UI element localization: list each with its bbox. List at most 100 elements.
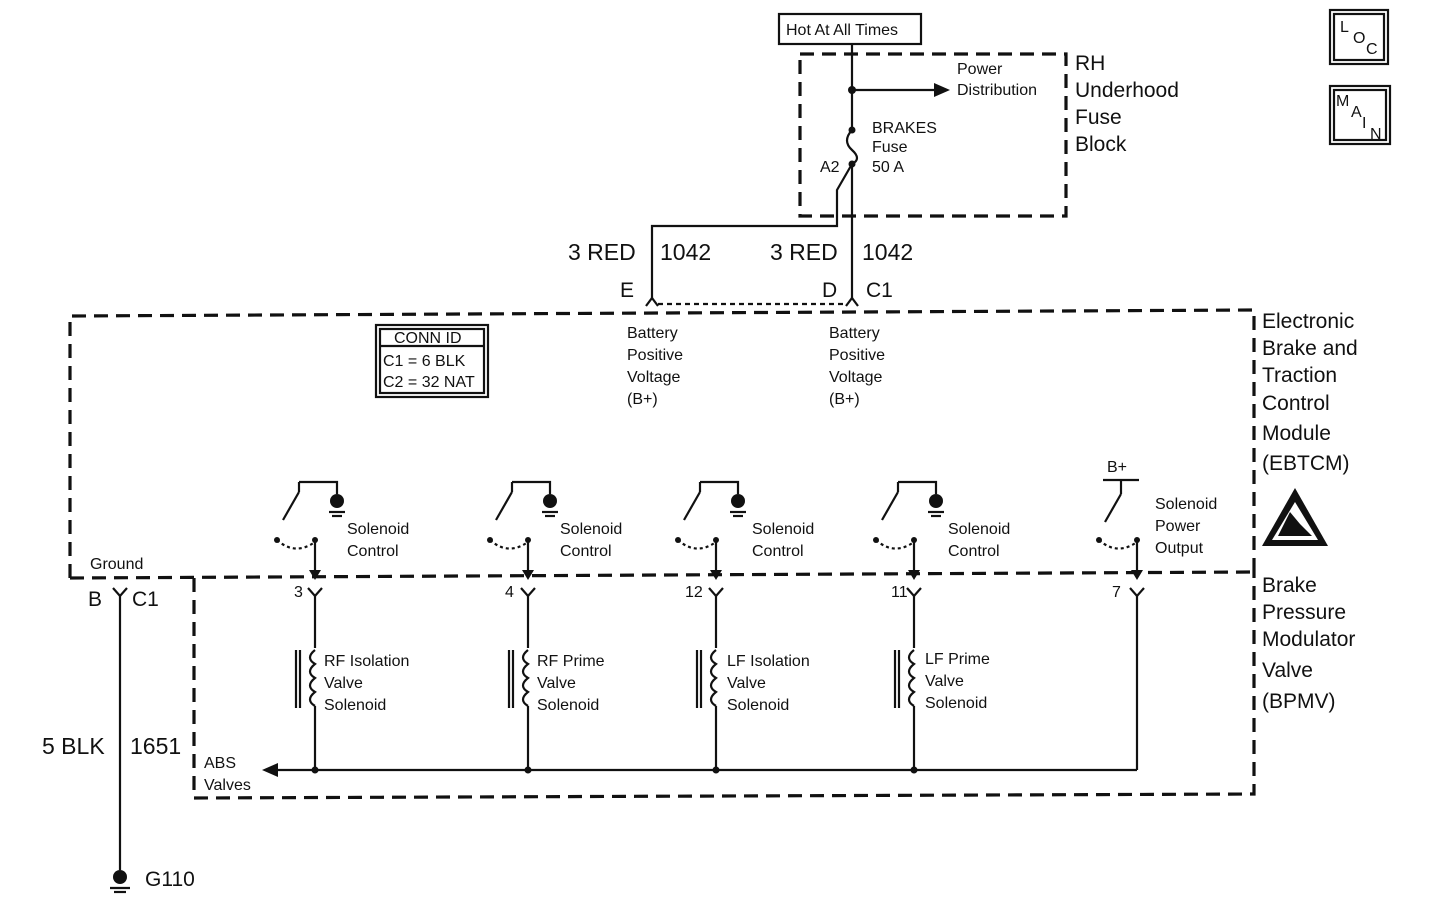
main-letter-i: I [1362,115,1366,132]
bus-node [311,766,319,774]
fuse-block-title-line4: Block [1075,133,1127,156]
main-letter-n: N [1370,126,1382,143]
bpmv-pin-4: 4 [505,584,536,601]
abs-valves-arrow-icon [262,763,278,777]
solenoid-control-switch-2: Solenoid Control [487,480,622,580]
bpmv-title-line5: (BPMV) [1262,690,1336,713]
loc-letter-o: O [1353,30,1365,47]
fuse-block-title-line3: Fuse [1075,106,1122,129]
bpmv-pin-3: 3 [294,584,323,601]
rf-prime-label-line1: RF Prime [537,653,605,670]
rf-isolation-solenoid: RF Isolation Valve Solenoid [294,596,409,770]
rf-prime-label-line3: Solenoid [537,697,599,714]
rf-isolation-label-line2: Valve [324,675,363,692]
brakes-fuse-label-line3: 50 A [872,159,904,176]
lf-isolation-label-line1: LF Isolation [727,653,810,670]
rf-isolation-label-line1: RF Isolation [324,653,409,670]
rf-isolation-label-line3: Solenoid [324,697,386,714]
fuse-block-boundary [798,52,1068,218]
bpmv-pin-12-label: 12 [685,584,703,601]
hot-at-all-times-box: Hot At All Times [777,12,923,46]
bplus-e-label-line4: (B+) [627,391,658,408]
solenoid-power-output-switch: B+ Solenoid Power Output [1096,459,1217,580]
solenoid-control-label-line2: Control [948,543,1000,560]
power-output-label-line1: Solenoid [1155,496,1217,513]
wire-e-circuit: 1042 [660,239,711,265]
bpmv-pin-11-label: 11 [891,584,908,601]
brakes-fuse-label-line2: Fuse [872,139,908,156]
lf-isolation-label-line3: Solenoid [727,697,789,714]
bus-node [524,766,532,774]
ground-connector-label: C1 [132,588,159,611]
lf-isolation-label-line2: Valve [727,675,766,692]
abs-valves-label-line1: ABS [204,755,236,772]
solenoid-control-switch-3: Solenoid Control [675,480,814,580]
bpmv-title-line3: Modulator [1262,628,1355,651]
fuse-block-title-line2: Underhood [1075,79,1179,102]
ground-symbol-icon [543,494,557,508]
bpmv-pin-4-label: 4 [505,584,514,601]
ground-point-label: G110 [145,868,195,891]
ground-label: Ground [90,556,143,573]
solenoid-control-switch-4: Solenoid Control [873,480,1010,580]
rf-prime-solenoid: RF Prime Valve Solenoid [507,596,605,770]
coil-icon [308,649,317,707]
ebtcm-title-line1: Electronic [1262,310,1354,333]
ebtcm-title-line5: Module [1262,422,1331,445]
conn-id-header: CONN ID [394,330,462,347]
bpmv-title-line1: Brake [1262,574,1317,597]
main-letter-a: A [1351,104,1362,121]
ground-symbol-icon [929,494,943,508]
ground-pin-label: B [88,588,102,611]
solenoid-control-label-line1: Solenoid [752,521,814,538]
power-distribution-arrow-icon [934,83,950,97]
bpmv-boundary [192,572,1256,800]
loc-badge[interactable]: L O C [1328,8,1390,66]
solenoid-control-label-line1: Solenoid [948,521,1010,538]
ebtcm-bpmv-divider [69,570,1255,580]
ground-wire-gauge-color: 5 BLK [42,733,105,759]
bplus-d-label-line1: Battery [829,325,880,342]
hot-at-all-times-label: Hot At All Times [786,22,898,39]
lf-isolation-solenoid: LF Isolation Valve Solenoid [695,596,810,770]
power-output-bplus-label: B+ [1107,459,1127,476]
power-distribution-label-line2: Distribution [957,82,1037,99]
ground-wire-circuit: 1651 [130,733,181,759]
bpmv-title-line2: Pressure [1262,601,1346,624]
fuse-block-title-line1: RH [1075,52,1105,75]
coil-icon [521,649,530,707]
bplus-e-label-line3: Voltage [627,369,680,386]
solenoid-control-label-line2: Control [752,543,804,560]
power-output-label-line2: Power [1155,518,1201,535]
ground-symbol-icon [110,870,130,894]
solenoid-control-label-line1: Solenoid [560,521,622,538]
ground-symbol-icon [731,494,745,508]
ground-symbol-icon [330,494,344,508]
bpmv-pin-7: 7 [1112,584,1145,601]
loc-letter-l: L [1340,19,1349,36]
pin-e-label: E [620,279,634,302]
bplus-d-label-line3: Voltage [829,369,882,386]
pin-d-connector-icon [845,296,859,307]
ebtcm-title-line4: Control [1262,392,1330,415]
main-letter-m: M [1336,93,1349,110]
brakes-fuse-label-line1: BRAKES [872,120,937,137]
wire-d-gauge-color: 3 RED [770,239,838,265]
main-badge[interactable]: M A I N [1328,84,1392,146]
wire-e-gauge-color: 3 RED [568,239,636,265]
bpmv-pin-11: 11 [891,584,922,601]
ground-pin-connector-icon [112,587,128,598]
rf-prime-label-line2: Valve [537,675,576,692]
solenoid-control-label-line2: Control [560,543,612,560]
coil-icon [709,649,718,707]
conn-id-box: CONN ID C1 = 6 BLK C2 = 32 NAT [374,323,490,399]
bplus-e-label-line1: Battery [627,325,678,342]
lf-prime-solenoid: LF Prime Valve Solenoid [893,596,990,770]
conn-id-row-c2: C2 = 32 NAT [383,374,475,391]
bus-node [910,766,918,774]
bpmv-pin-12: 12 [685,584,724,601]
ebtcm-title-line2: Brake and [1262,337,1358,360]
bpmv-pin-3-label: 3 [294,584,303,601]
wire-d-circuit: 1042 [862,239,913,265]
